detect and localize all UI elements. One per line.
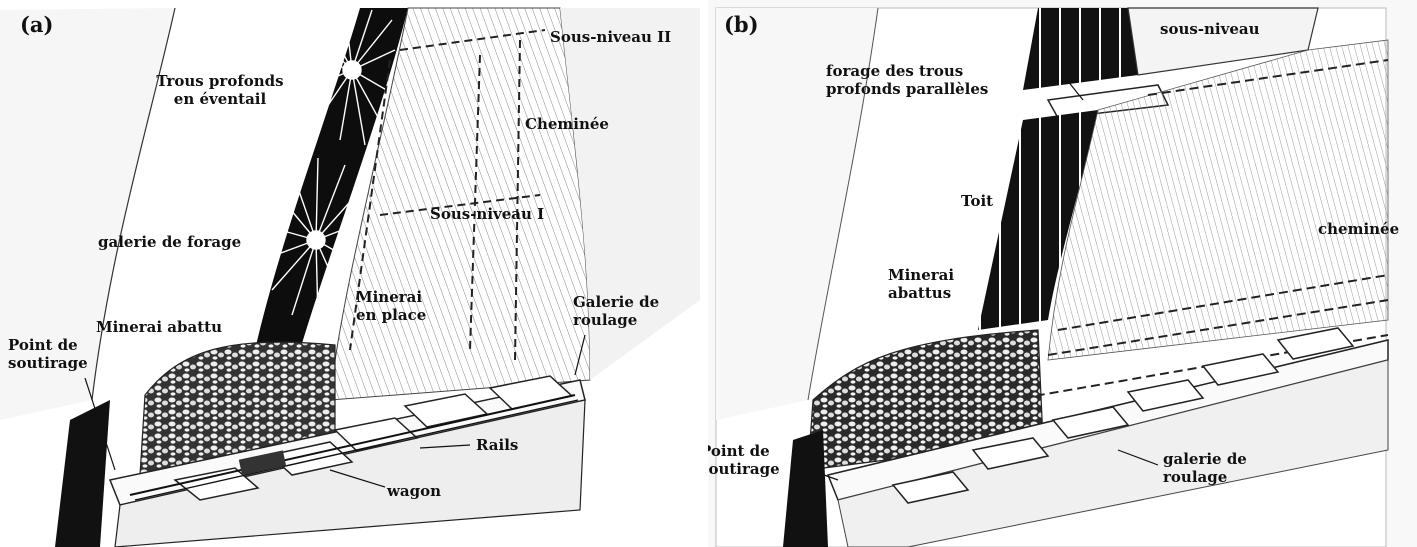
label-point-soutirage-b-line2: soutirage — [708, 460, 780, 478]
label-galerie-roulage-line2: roulage — [573, 311, 659, 329]
label-forage-trous-line1: forage des trous — [826, 62, 988, 80]
panel-b-letter: (b) — [724, 12, 759, 37]
panel-b-drawing — [708, 0, 1417, 547]
label-minerai-abattus-line1: Minerai — [888, 266, 954, 284]
label-galerie-roulage-b-line2: roulage — [1163, 468, 1247, 486]
panel-a-drawing — [0, 0, 700, 547]
label-rails: Rails — [476, 436, 518, 454]
panel-a-letter: (a) — [20, 12, 53, 37]
label-point-soutirage: Point de soutirage — [8, 336, 88, 372]
label-galerie-roulage-b-line1: galerie de — [1163, 450, 1247, 468]
label-galerie-roulage: Galerie de roulage — [573, 293, 659, 329]
label-minerai-abattus: Minerai abattus — [888, 266, 954, 302]
label-trous-profonds: Trous profonds en éventail — [150, 72, 290, 108]
panel-a: (a) Sous-niveau II Trous profonds en éve… — [0, 0, 700, 547]
label-toit: Toit — [961, 192, 993, 210]
label-sous-niveau-2: Sous-niveau II — [550, 28, 671, 46]
label-cheminee-b: cheminée — [1318, 220, 1399, 238]
label-galerie-roulage-b: galerie de roulage — [1163, 450, 1247, 486]
label-galerie-forage: galerie de forage — [98, 233, 241, 251]
label-minerai-en-place-line1: Minerai — [356, 288, 426, 306]
label-minerai-en-place: Minerai en place — [356, 288, 426, 324]
label-sous-niveau-1: Sous-niveau I — [430, 205, 544, 223]
label-forage-trous-line2: profonds parallèles — [826, 80, 988, 98]
label-cheminee: Cheminée — [525, 115, 609, 133]
label-trous-profonds-line2: en éventail — [150, 90, 290, 108]
label-point-soutirage-b: Point de soutirage — [708, 442, 780, 478]
label-sous-niveau: sous-niveau — [1160, 20, 1260, 38]
label-minerai-abattu: Minerai abattu — [96, 318, 222, 336]
label-point-soutirage-line2: soutirage — [8, 354, 88, 372]
label-trous-profonds-line1: Trous profonds — [150, 72, 290, 90]
label-point-soutirage-b-line1: Point de — [708, 442, 780, 460]
label-wagon: wagon — [387, 482, 441, 500]
panel-b: (b) sous-niveau forage des trous profond… — [708, 0, 1417, 547]
label-minerai-abattus-line2: abattus — [888, 284, 954, 302]
label-minerai-en-place-line2: en place — [356, 306, 426, 324]
label-galerie-roulage-line1: Galerie de — [573, 293, 659, 311]
label-point-soutirage-line1: Point de — [8, 336, 88, 354]
label-forage-trous: forage des trous profonds parallèles — [826, 62, 988, 98]
